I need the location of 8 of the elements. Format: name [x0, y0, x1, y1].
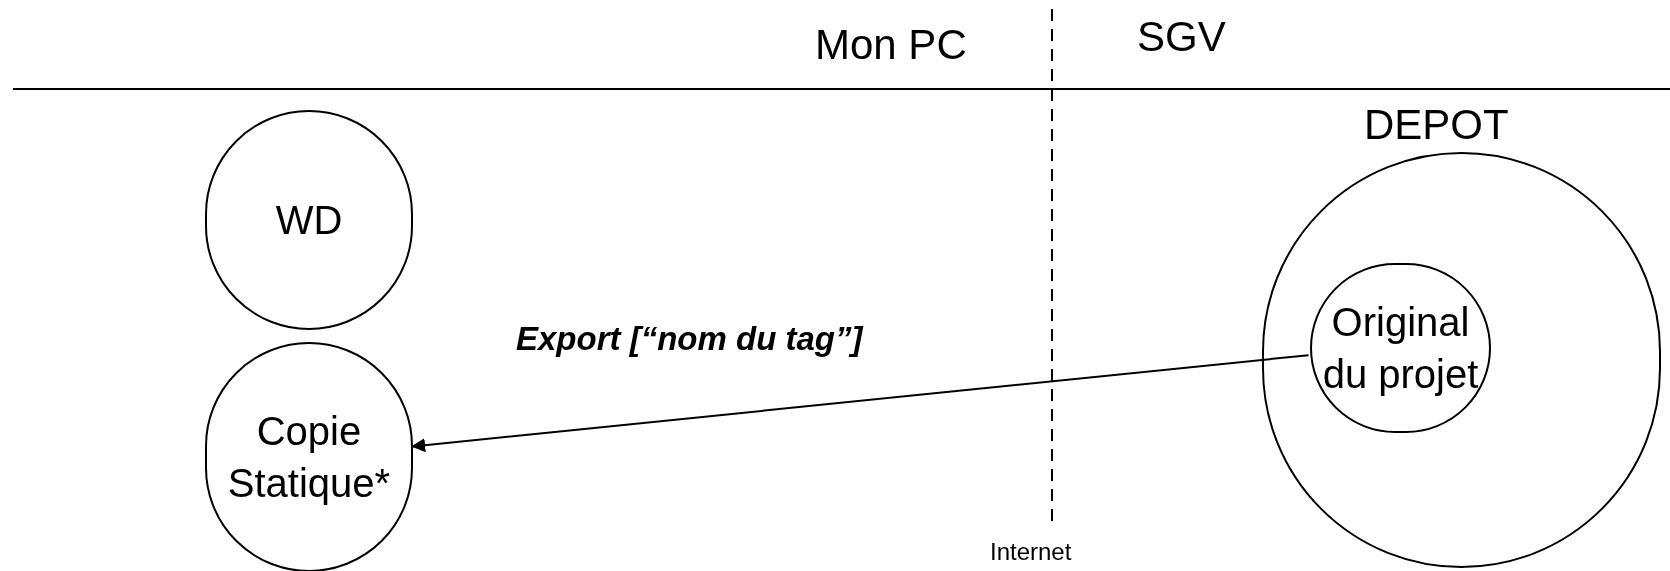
- region-label: Internet: [990, 540, 1072, 564]
- circle-label: Copie Statique*: [226, 408, 392, 507]
- circle-heading: DEPOT: [1364, 104, 1509, 146]
- region-label: SGV: [1137, 16, 1226, 58]
- circle-label: WD: [274, 197, 344, 244]
- region-label: Mon PC: [815, 24, 967, 66]
- circle-label: Original du projet: [1321, 299, 1480, 398]
- arrow: [411, 354, 1310, 453]
